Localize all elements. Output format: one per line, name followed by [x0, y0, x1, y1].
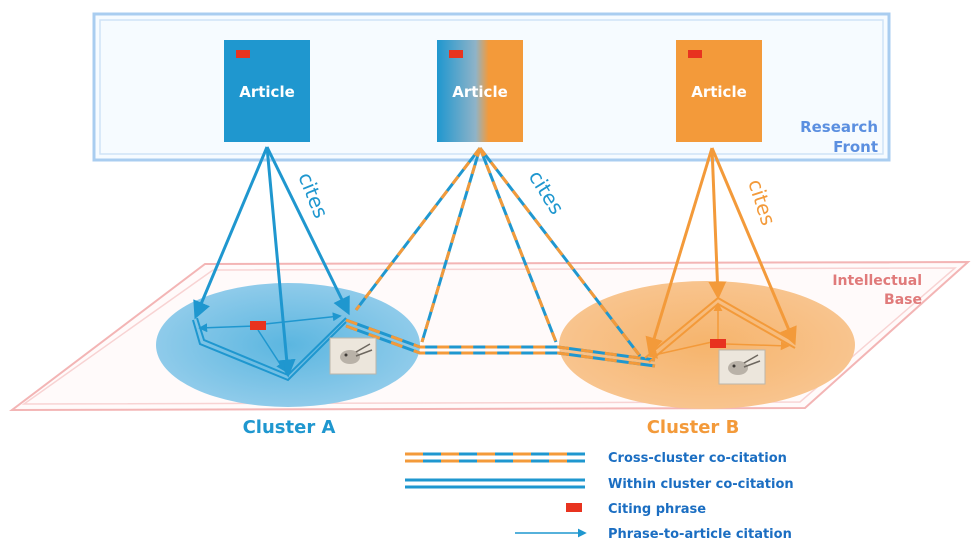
cluster-a-label: Cluster A [243, 417, 336, 438]
cluster-b-ellipse [559, 281, 855, 409]
citing-phrase-cluster-b [710, 339, 726, 348]
citing-phrase-article-b [688, 50, 702, 58]
citing-phrase-cluster-a [250, 321, 266, 330]
legend-symbol-citing-phrase [566, 503, 582, 512]
phrase-citations-cluster-b [648, 302, 790, 359]
legend: Cross-cluster co-citation Within cluster… [405, 451, 794, 542]
cites-lines-article-middle [354, 147, 642, 357]
article-box-b: Article [676, 40, 762, 142]
sketch-thumbnail-cluster-a [329, 337, 377, 375]
legend-label-phrase-citation: Phrase-to-article citation [608, 527, 792, 542]
cites-lines-article-a [193, 146, 350, 378]
sketch-thumbnail-cluster-b [718, 349, 766, 385]
phrase-citations-cluster-a [198, 312, 342, 372]
article-label-a: Article [239, 83, 295, 101]
research-front-label-line2: Front [833, 138, 878, 156]
cluster-b-label: Cluster B [647, 417, 740, 438]
intellectual-base-label-line1: Intellectual [832, 273, 922, 289]
article-box-a: Article [224, 40, 310, 142]
cites-lines-article-b [645, 147, 797, 356]
article-label-middle: Article [452, 83, 508, 101]
citing-phrase-article-a [236, 50, 250, 58]
legend-label-within-cluster: Within cluster co-citation [608, 477, 794, 492]
citing-phrase-article-middle [449, 50, 463, 58]
article-label-b: Article [691, 83, 747, 101]
legend-symbol-cross-cluster [405, 452, 585, 463]
intellectual-base-label-line2: Base [884, 292, 922, 308]
cross-cluster-co-citation-line [345, 318, 656, 368]
legend-label-citing-phrase: Citing phrase [608, 502, 706, 517]
legend-symbol-within-cluster [405, 478, 585, 489]
research-front-label-line1: Research [800, 118, 878, 136]
article-box-middle: Article [437, 40, 523, 142]
cluster-a-ellipse [156, 283, 420, 407]
cites-label-b: cites [743, 176, 780, 228]
cites-label-middle: cites [524, 166, 569, 219]
legend-label-cross-cluster: Cross-cluster co-citation [608, 451, 787, 466]
